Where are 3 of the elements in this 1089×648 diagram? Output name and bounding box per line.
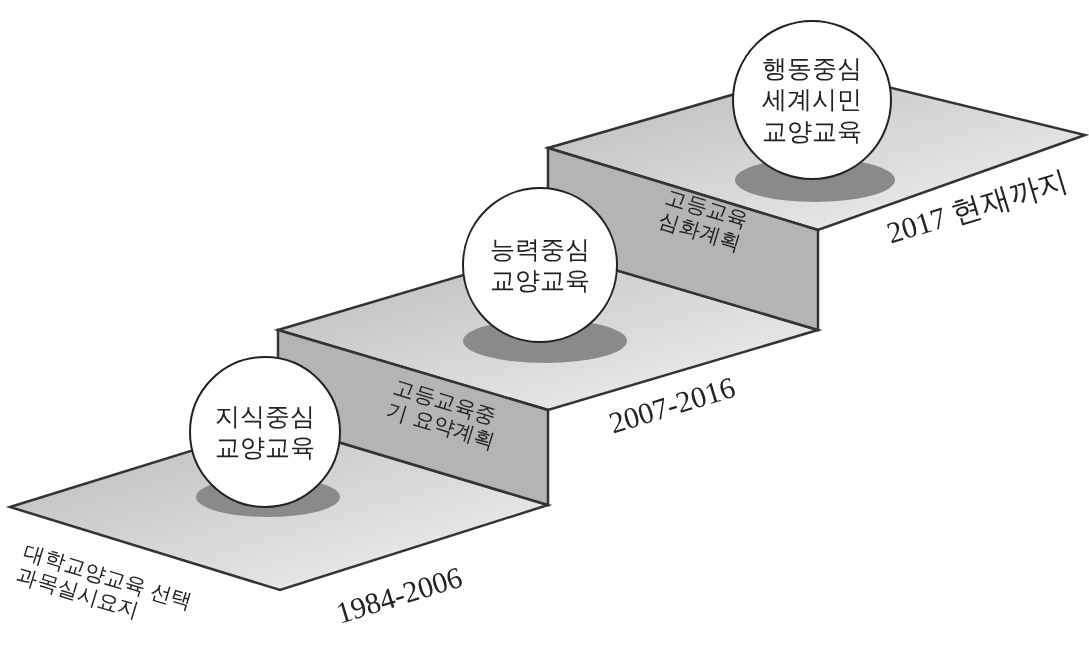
node-text: 지식중심 교양교육	[214, 400, 316, 464]
node-text: 능력중심 교양교육	[489, 233, 591, 297]
node-text: 행동중심 세계시민 교양교육	[761, 53, 863, 147]
